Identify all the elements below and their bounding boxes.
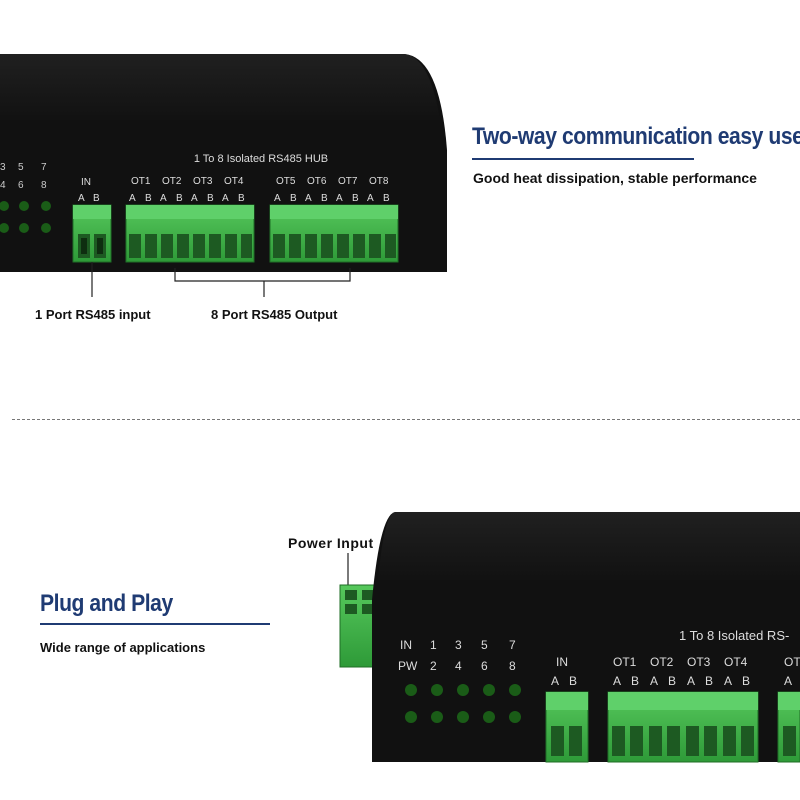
svg-text:A: A bbox=[650, 674, 658, 688]
callout-rs485-input: 1 Port RS485 input bbox=[35, 307, 151, 322]
bottom-heading: Plug and Play bbox=[40, 590, 173, 617]
svg-text:8: 8 bbox=[509, 659, 516, 673]
svg-text:A: A bbox=[687, 674, 695, 688]
top-ot8-label: OT8 bbox=[369, 176, 389, 187]
svg-text:A: A bbox=[274, 193, 281, 204]
top-ot3-label: OT3 bbox=[193, 176, 213, 187]
svg-text:B: B bbox=[290, 193, 297, 204]
top-led-num-7: 7 bbox=[41, 162, 47, 173]
top-input-terminal bbox=[72, 204, 112, 263]
top-led-num-4: 4 bbox=[0, 180, 6, 191]
svg-text:B: B bbox=[668, 674, 676, 688]
svg-text:B: B bbox=[742, 674, 750, 688]
svg-text:B: B bbox=[238, 193, 245, 204]
top-in-label: IN bbox=[81, 177, 91, 188]
svg-text:OT1: OT1 bbox=[613, 655, 637, 669]
svg-text:OT4: OT4 bbox=[724, 655, 748, 669]
top-heading: Two-way communication easy use bbox=[472, 123, 800, 150]
bottom-output-terminal bbox=[607, 691, 759, 763]
top-ot1-label: OT1 bbox=[131, 176, 151, 187]
svg-text:B: B bbox=[145, 193, 152, 204]
bottom-heading-underline bbox=[40, 623, 270, 625]
svg-text:A: A bbox=[336, 193, 343, 204]
svg-text:A: A bbox=[551, 674, 559, 688]
svg-text:A: A bbox=[613, 674, 621, 688]
svg-text:B: B bbox=[352, 193, 359, 204]
top-callout-lines bbox=[91, 262, 351, 297]
svg-text:A: A bbox=[724, 674, 732, 688]
svg-text:A: A bbox=[222, 193, 229, 204]
bottom-output-terminal-partial bbox=[777, 691, 800, 763]
bottom-device-label: 1 To 8 Isolated RS- bbox=[679, 628, 789, 643]
top-led-num-3: 3 bbox=[0, 162, 6, 173]
top-ot7-label: OT7 bbox=[338, 176, 358, 187]
top-heading-underline bbox=[472, 158, 694, 160]
top-ot6-label: OT6 bbox=[307, 176, 327, 187]
top-output-terminal-left bbox=[125, 204, 255, 263]
top-ot5-label: OT5 bbox=[276, 176, 296, 187]
top-output-terminal-right bbox=[269, 204, 399, 263]
top-device-label: 1 To 8 Isolated RS485 HUB bbox=[194, 153, 328, 165]
top-led-num-5: 5 bbox=[18, 162, 24, 173]
svg-text:6: 6 bbox=[481, 659, 488, 673]
bottom-subtext: Wide range of applications bbox=[40, 640, 206, 655]
svg-text:A: A bbox=[367, 193, 374, 204]
svg-text:A: A bbox=[784, 674, 792, 688]
svg-text:7: 7 bbox=[509, 638, 516, 652]
svg-text:5: 5 bbox=[481, 638, 488, 652]
bottom-device: 1 To 8 Isolated RS- IN 1 3 5 7 PW 2 4 6 … bbox=[339, 512, 800, 763]
svg-text:A: A bbox=[129, 193, 136, 204]
svg-text:4: 4 bbox=[455, 659, 462, 673]
svg-text:B: B bbox=[383, 193, 390, 204]
bottom-input-terminal bbox=[545, 691, 589, 763]
top-device: 1 To 8 Isolated RS485 HUB 3 5 7 4 6 8 IN… bbox=[0, 54, 447, 297]
top-subtext: Good heat dissipation, stable performanc… bbox=[473, 170, 757, 186]
top-led-num-8: 8 bbox=[41, 180, 47, 191]
bottom-port-labels: IN A B OT1 OT2 OT3 OT4 OT A B A B A B A … bbox=[551, 655, 800, 688]
svg-text:3: 3 bbox=[455, 638, 462, 652]
section-divider bbox=[12, 419, 800, 420]
callout-power-input: Power Input bbox=[288, 535, 374, 551]
top-output-pin-labels: A B A B A B A B A B A B A B A B bbox=[129, 193, 390, 204]
top-ot2-label: OT2 bbox=[162, 176, 182, 187]
svg-text:B: B bbox=[569, 674, 577, 688]
svg-text:2: 2 bbox=[430, 659, 437, 673]
callout-rs485-output: 8 Port RS485 Output bbox=[211, 307, 338, 322]
svg-text:B: B bbox=[705, 674, 713, 688]
bottom-led-labels: IN 1 3 5 7 PW 2 4 6 8 bbox=[398, 638, 516, 673]
svg-text:1: 1 bbox=[430, 638, 437, 652]
svg-text:A: A bbox=[191, 193, 198, 204]
top-led-num-6: 6 bbox=[18, 180, 24, 191]
top-led-indicators bbox=[0, 201, 51, 233]
svg-text:PW: PW bbox=[398, 659, 418, 673]
svg-text:OT: OT bbox=[784, 655, 800, 669]
svg-text:B: B bbox=[321, 193, 328, 204]
top-in-pin-a: A bbox=[78, 193, 85, 204]
top-ot4-label: OT4 bbox=[224, 176, 244, 187]
svg-text:OT3: OT3 bbox=[687, 655, 711, 669]
svg-text:A: A bbox=[305, 193, 312, 204]
svg-text:A: A bbox=[160, 193, 167, 204]
svg-text:B: B bbox=[207, 193, 214, 204]
bottom-led-indicators bbox=[405, 684, 521, 723]
svg-text:IN: IN bbox=[556, 655, 568, 669]
svg-text:IN: IN bbox=[400, 638, 412, 652]
svg-text:B: B bbox=[631, 674, 639, 688]
svg-text:B: B bbox=[176, 193, 183, 204]
top-in-pin-b: B bbox=[93, 193, 100, 204]
svg-text:OT2: OT2 bbox=[650, 655, 674, 669]
